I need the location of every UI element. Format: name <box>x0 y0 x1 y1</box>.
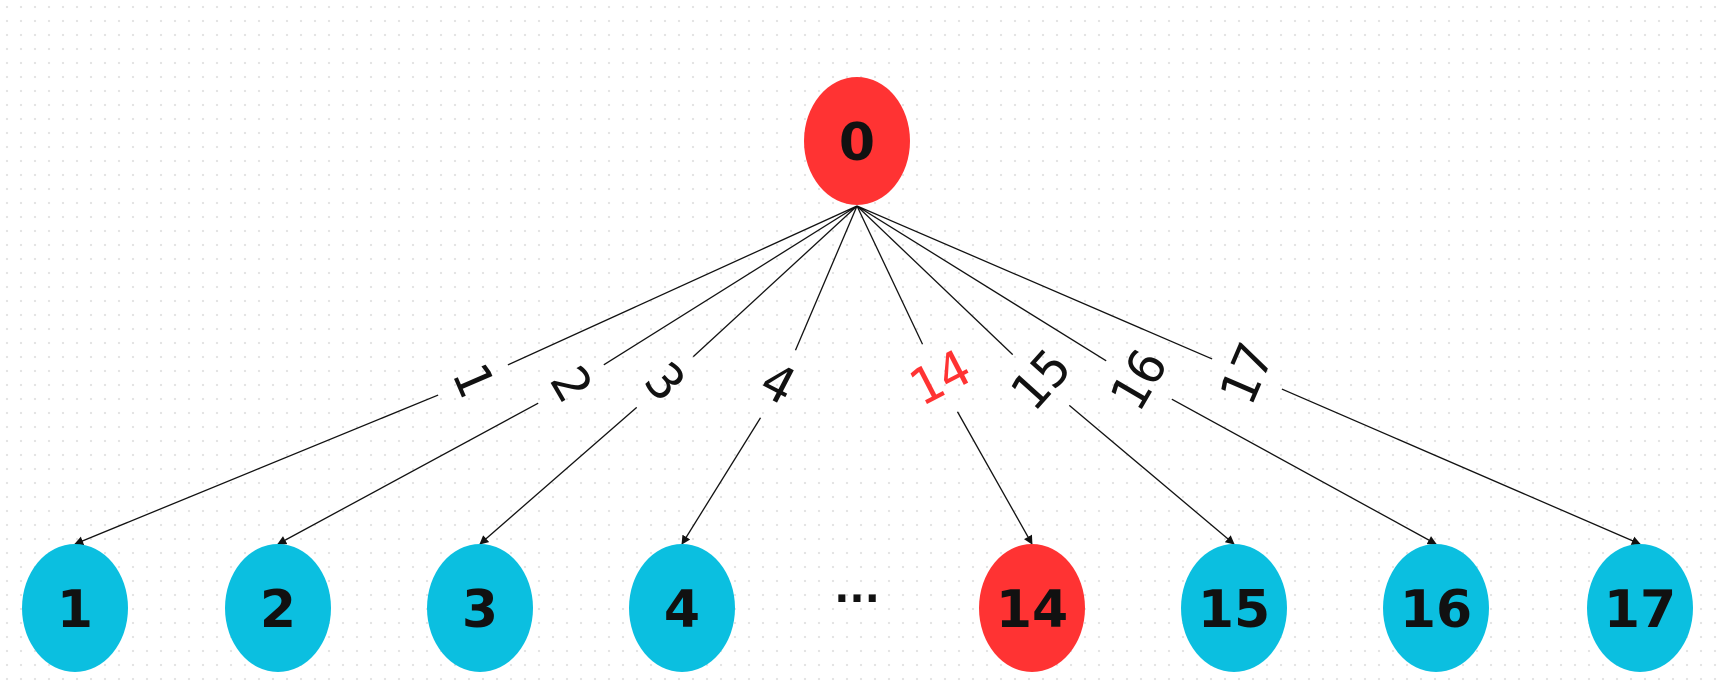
node-4: 4 <box>629 544 735 672</box>
node-ellipse <box>629 544 735 672</box>
edge-line <box>507 205 858 366</box>
edge-0-3: 3 <box>479 205 858 545</box>
root-node: 0 <box>804 77 910 205</box>
node-16: 16 <box>1383 544 1489 672</box>
edge-line <box>603 205 858 366</box>
edge-label-4: 4 <box>751 351 804 416</box>
edge-line <box>692 205 858 358</box>
node-ellipse <box>979 544 1085 672</box>
ellipsis-text: ... <box>834 566 880 612</box>
edge-line <box>794 205 858 351</box>
edge-line <box>856 205 1107 362</box>
edge-label-1: 1 <box>440 355 505 406</box>
node-1: 1 <box>22 544 128 672</box>
edge-arrow <box>1281 388 1641 545</box>
node-label: 1 <box>57 580 93 640</box>
node-17: 17 <box>1587 544 1693 672</box>
node-14: 14 <box>979 544 1085 672</box>
node-15: 15 <box>1181 544 1287 672</box>
edge-arrow <box>74 394 439 546</box>
edge-arrow <box>1171 398 1437 545</box>
node-2: 2 <box>225 544 331 672</box>
edge-arrow <box>956 411 1033 545</box>
edge-0-1: 1 <box>74 205 858 546</box>
edge-0-4: 4 <box>681 205 858 545</box>
edge-label-15: 15 <box>999 338 1082 422</box>
node-ellipse <box>1587 544 1693 672</box>
edge-label-2: 2 <box>538 356 603 411</box>
edge-label-3: 3 <box>633 351 696 412</box>
edge-arrow <box>681 417 762 545</box>
node-label: 4 <box>664 580 700 640</box>
node-label: 17 <box>1604 580 1676 640</box>
node-label: 16 <box>1400 580 1472 640</box>
edge-0-17: 17 <box>856 205 1641 545</box>
edge-line <box>856 205 1014 356</box>
node-ellipse <box>1181 544 1287 672</box>
node-label: 15 <box>1198 580 1270 640</box>
node-ellipse <box>22 544 128 672</box>
node-ellipse <box>804 77 910 205</box>
node-ellipse <box>225 544 331 672</box>
node-ellipse <box>427 544 533 672</box>
edge-label-17: 17 <box>1208 335 1285 413</box>
node-label: 14 <box>996 580 1068 640</box>
edge-arrow <box>1068 404 1235 545</box>
node-3: 3 <box>427 544 533 672</box>
edge-label-16: 16 <box>1099 339 1179 420</box>
node-label: 3 <box>462 580 498 640</box>
edge-arrow <box>277 402 539 545</box>
edge-line <box>856 205 1213 360</box>
edge-arrow <box>479 406 638 545</box>
node-ellipse <box>1383 544 1489 672</box>
node-label: 0 <box>839 113 875 173</box>
edge-line <box>856 205 924 345</box>
node-label: 2 <box>260 580 296 640</box>
edge-label-14: 14 <box>900 338 980 417</box>
